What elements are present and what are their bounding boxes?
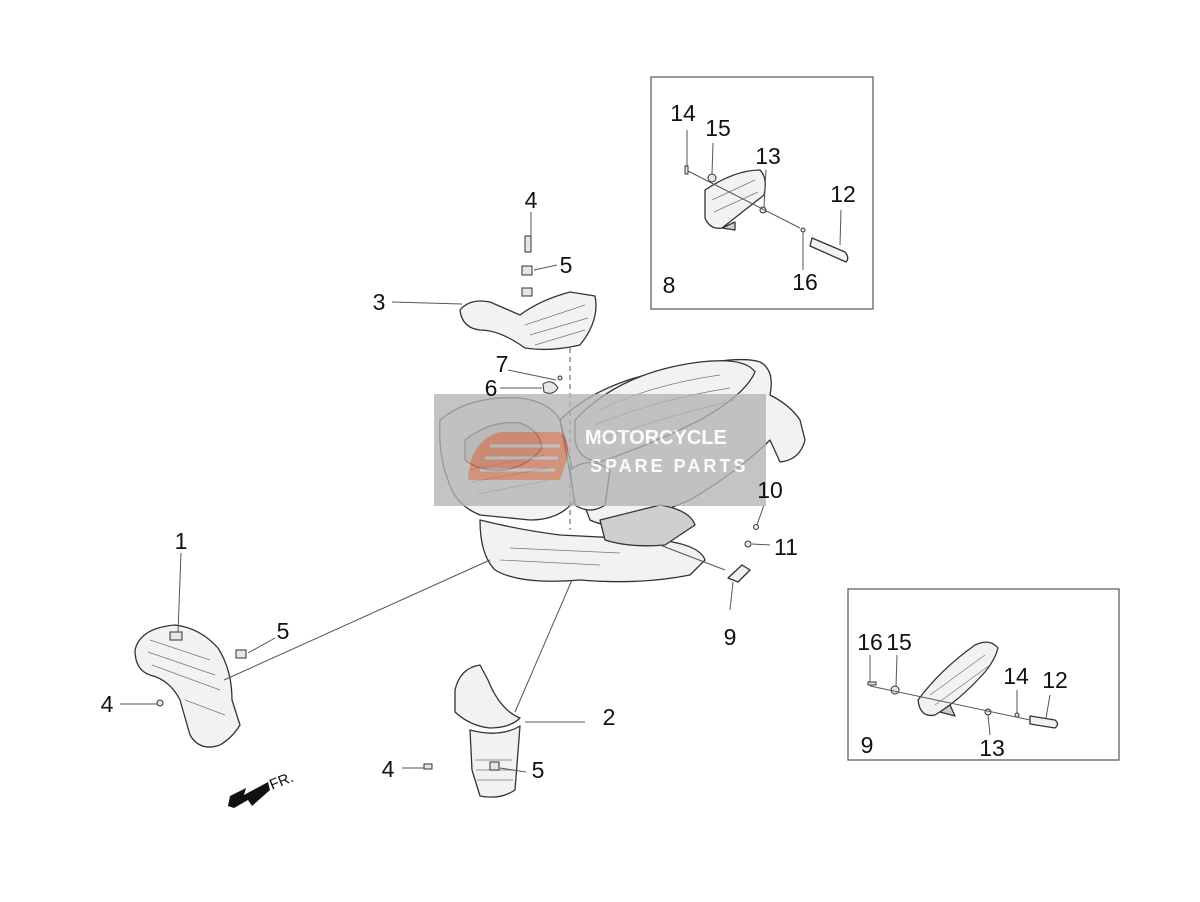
- watermark-logo: [468, 432, 568, 480]
- callout-1: 1: [175, 528, 188, 554]
- callout-16-box8: 16: [792, 269, 818, 295]
- callout-4-top: 4: [525, 187, 538, 213]
- callout-14-box9: 14: [1003, 663, 1029, 689]
- direction-label: FR.: [267, 769, 296, 794]
- callout-10: 10: [757, 477, 783, 503]
- front-arrow-icon: [228, 782, 270, 808]
- watermark-line-1: MOTORCYCLE: [585, 427, 727, 449]
- grommet-6: [542, 381, 559, 394]
- clip-5-top: [521, 265, 533, 276]
- watermark: MOTORCYCLE SPARE PARTS: [434, 394, 766, 506]
- callout-13-box8: 13: [755, 143, 781, 169]
- clip-5-left: [235, 649, 247, 659]
- callout-11: 11: [774, 534, 798, 560]
- front-direction-indicator: FR.: [228, 769, 296, 808]
- callout-4-bottom: 4: [382, 756, 395, 782]
- callout-8: 8: [663, 272, 676, 298]
- callout-16-box9: 16: [857, 629, 883, 655]
- callout-13-box9: 13: [979, 735, 1005, 761]
- callout-15-box8: 15: [705, 115, 731, 141]
- callout-3: 3: [373, 289, 386, 315]
- hardware-pieces: [156, 235, 759, 771]
- item-11: [744, 540, 752, 548]
- callout-6: 6: [485, 375, 498, 401]
- watermark-line-2: SPARE PARTS: [590, 456, 748, 476]
- callout-2: 2: [603, 704, 616, 730]
- item-10: [753, 524, 759, 530]
- footrest-9: [727, 564, 751, 583]
- callout-5-bottom: 5: [532, 757, 545, 783]
- detail-box-8: [650, 76, 874, 310]
- callout-7: 7: [496, 351, 509, 377]
- callout-5-left: 5: [277, 618, 290, 644]
- screw-4-top: [524, 235, 532, 253]
- part-3-cover: [459, 287, 597, 351]
- callout-12-box8: 12: [830, 181, 856, 207]
- clip-5-bottom: [489, 761, 500, 771]
- callout-15-box9: 15: [886, 629, 912, 655]
- callout-14-box8: 14: [670, 100, 696, 126]
- screw-4-left: [156, 699, 164, 707]
- callout-labels: 4 5 3 7 6 1 5 4 2 4 5 10 11 9 14 15 13 1…: [101, 100, 1068, 783]
- callout-12-box9: 12: [1042, 667, 1068, 693]
- part-1-mudguard: [134, 624, 241, 748]
- part-2-lower-cover: [454, 664, 521, 798]
- callout-9-box9: 9: [861, 732, 874, 758]
- screw-4-bottom: [423, 763, 433, 770]
- callout-9-main: 9: [724, 624, 737, 650]
- detail-box-9: [847, 588, 1120, 761]
- callout-5-top: 5: [560, 252, 573, 278]
- screw-7: [557, 375, 563, 381]
- callout-4-left: 4: [101, 691, 114, 717]
